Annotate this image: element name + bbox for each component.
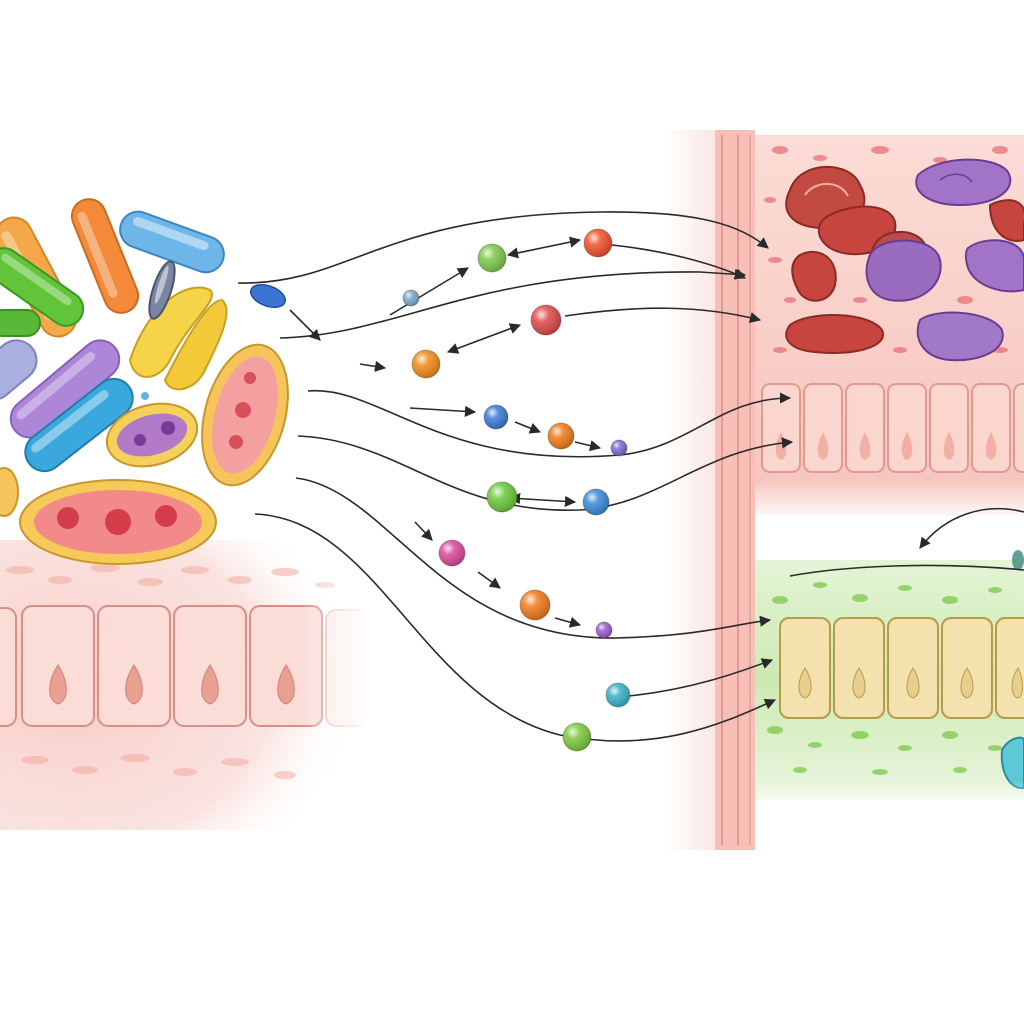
purple-immune-cell-4 (916, 311, 1004, 362)
bacterium-pink-oval-large (19, 479, 217, 565)
signaling-molecule (582, 488, 610, 516)
arrow-molecule-pair-2 (506, 236, 582, 259)
gut-microbiota-cluster (0, 198, 289, 565)
arrow-to-upper-cell-1 (307, 389, 792, 458)
arrow-green-top-line (789, 564, 1024, 577)
signaling-molecules (402, 228, 631, 752)
signaling-molecule (583, 228, 613, 258)
arrow-molecule-pair-3 (446, 323, 522, 354)
arrow-small-3 (574, 440, 602, 452)
signaling-molecule (486, 481, 518, 513)
arrow-small-2 (514, 421, 542, 434)
arrow-to-inflamed-2 (279, 268, 747, 339)
right-upper-epithelial-cells (761, 383, 1024, 473)
inflamed-red-cell-4 (785, 313, 884, 354)
purple-immune-cell-2 (865, 239, 942, 302)
arrow-small-4 (414, 521, 433, 541)
arrow-orange-to-inflamed (611, 244, 747, 279)
bacterium-yellow-banana (128, 286, 228, 391)
signaling-molecule (605, 682, 631, 708)
arrow-to-yellow-cell-2 (627, 658, 774, 697)
bacterium-edge-yellow (0, 467, 19, 517)
bacterium-lavender-rod (0, 339, 38, 401)
signaling-molecule (519, 589, 551, 621)
left-cell-nuclei (49, 664, 295, 705)
signaling-molecule (402, 289, 420, 307)
cyan-cell-fragment (1000, 550, 1024, 790)
left-intestinal-epithelium (0, 540, 370, 830)
signal-pathway-arrows (237, 211, 1024, 742)
arrow-molecule-pair-4 (508, 493, 577, 507)
signaling-molecule (610, 439, 628, 457)
signaling-molecule (438, 539, 466, 567)
signaling-molecule (483, 404, 509, 430)
yellow-target-cells (779, 617, 1024, 719)
signaling-molecule (562, 722, 592, 752)
arrow-small-8 (289, 309, 321, 341)
right-vessel-wall (665, 130, 755, 850)
inflamed-red-cell-6 (988, 199, 1024, 242)
yellow-cell-nuclei (798, 667, 1023, 699)
signaling-molecule (477, 243, 507, 273)
bacterium-small-dark (148, 260, 176, 320)
signaling-molecule (411, 349, 441, 379)
bacterium-orange-rod-2 (70, 198, 140, 314)
bacterium-cyan-rod (24, 377, 134, 473)
signaling-molecule (595, 621, 613, 639)
green-specks (767, 582, 1002, 775)
bacterium-small-green (0, 309, 41, 337)
inflamed-tissue-region (755, 135, 1024, 520)
arrow-small-6 (554, 616, 582, 628)
purple-immune-cell-1 (915, 158, 1012, 207)
left-mucosa-texture (6, 564, 335, 779)
inflamed-red-cell-3 (791, 250, 837, 302)
arrow-to-yellow-cell-3 (254, 513, 777, 742)
green-target-tissue (755, 550, 1024, 820)
bacterium-small-blue-fragment (141, 284, 287, 400)
bacterium-pink-oval-vertical (201, 343, 289, 487)
arrow-to-upper-cell-2 (297, 435, 794, 511)
signaling-molecule (547, 422, 575, 450)
bacterium-blue-rod (119, 210, 225, 274)
arrow-red-to-inflamed (564, 307, 762, 323)
arrow-small-5 (477, 571, 501, 589)
bacterium-purple-rod (9, 339, 121, 439)
arrow-top-to-inflamed (237, 211, 769, 284)
arrow-green-feedback (919, 507, 1024, 549)
bacterium-green-rod (0, 247, 85, 327)
arrow-molecule-pair-1 (389, 267, 469, 316)
arrow-to-yellow-cell-1 (295, 477, 772, 639)
arrow-small-7 (359, 360, 387, 372)
right-upper-cell-nuclei (775, 432, 997, 460)
bacterium-purple-oval (105, 402, 199, 468)
purple-immune-cell-3 (964, 239, 1024, 293)
signaling-molecule (530, 304, 562, 336)
arrow-small-1 (409, 405, 477, 417)
